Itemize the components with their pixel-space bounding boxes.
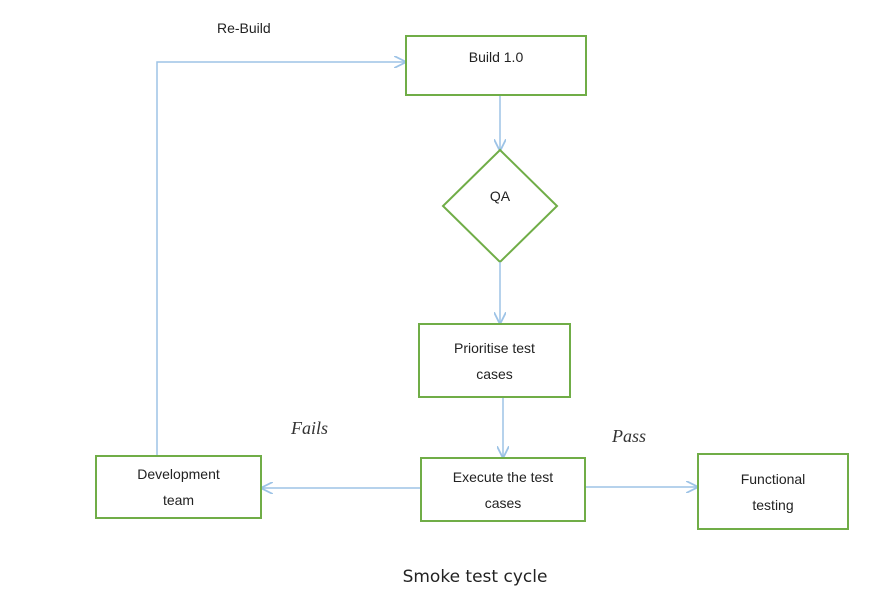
rebuild-label: Re-Build <box>217 20 271 36</box>
build-node: Build 1.0 <box>405 35 587 96</box>
functional-testing-node: Functional testing <box>697 453 849 530</box>
rebuild-connector <box>156 62 405 455</box>
prioritise-node: Prioritise test cases <box>418 323 571 398</box>
fails-label: Fails <box>291 418 329 438</box>
pass-label: Pass <box>612 426 647 446</box>
diagram-caption: Smoke test cycle <box>402 567 548 587</box>
qa-decision-diamond <box>441 148 559 264</box>
development-team-node: Development team <box>95 455 262 519</box>
execute-node: Execute the test cases <box>420 457 586 522</box>
qa-node-label: QA <box>489 188 511 204</box>
